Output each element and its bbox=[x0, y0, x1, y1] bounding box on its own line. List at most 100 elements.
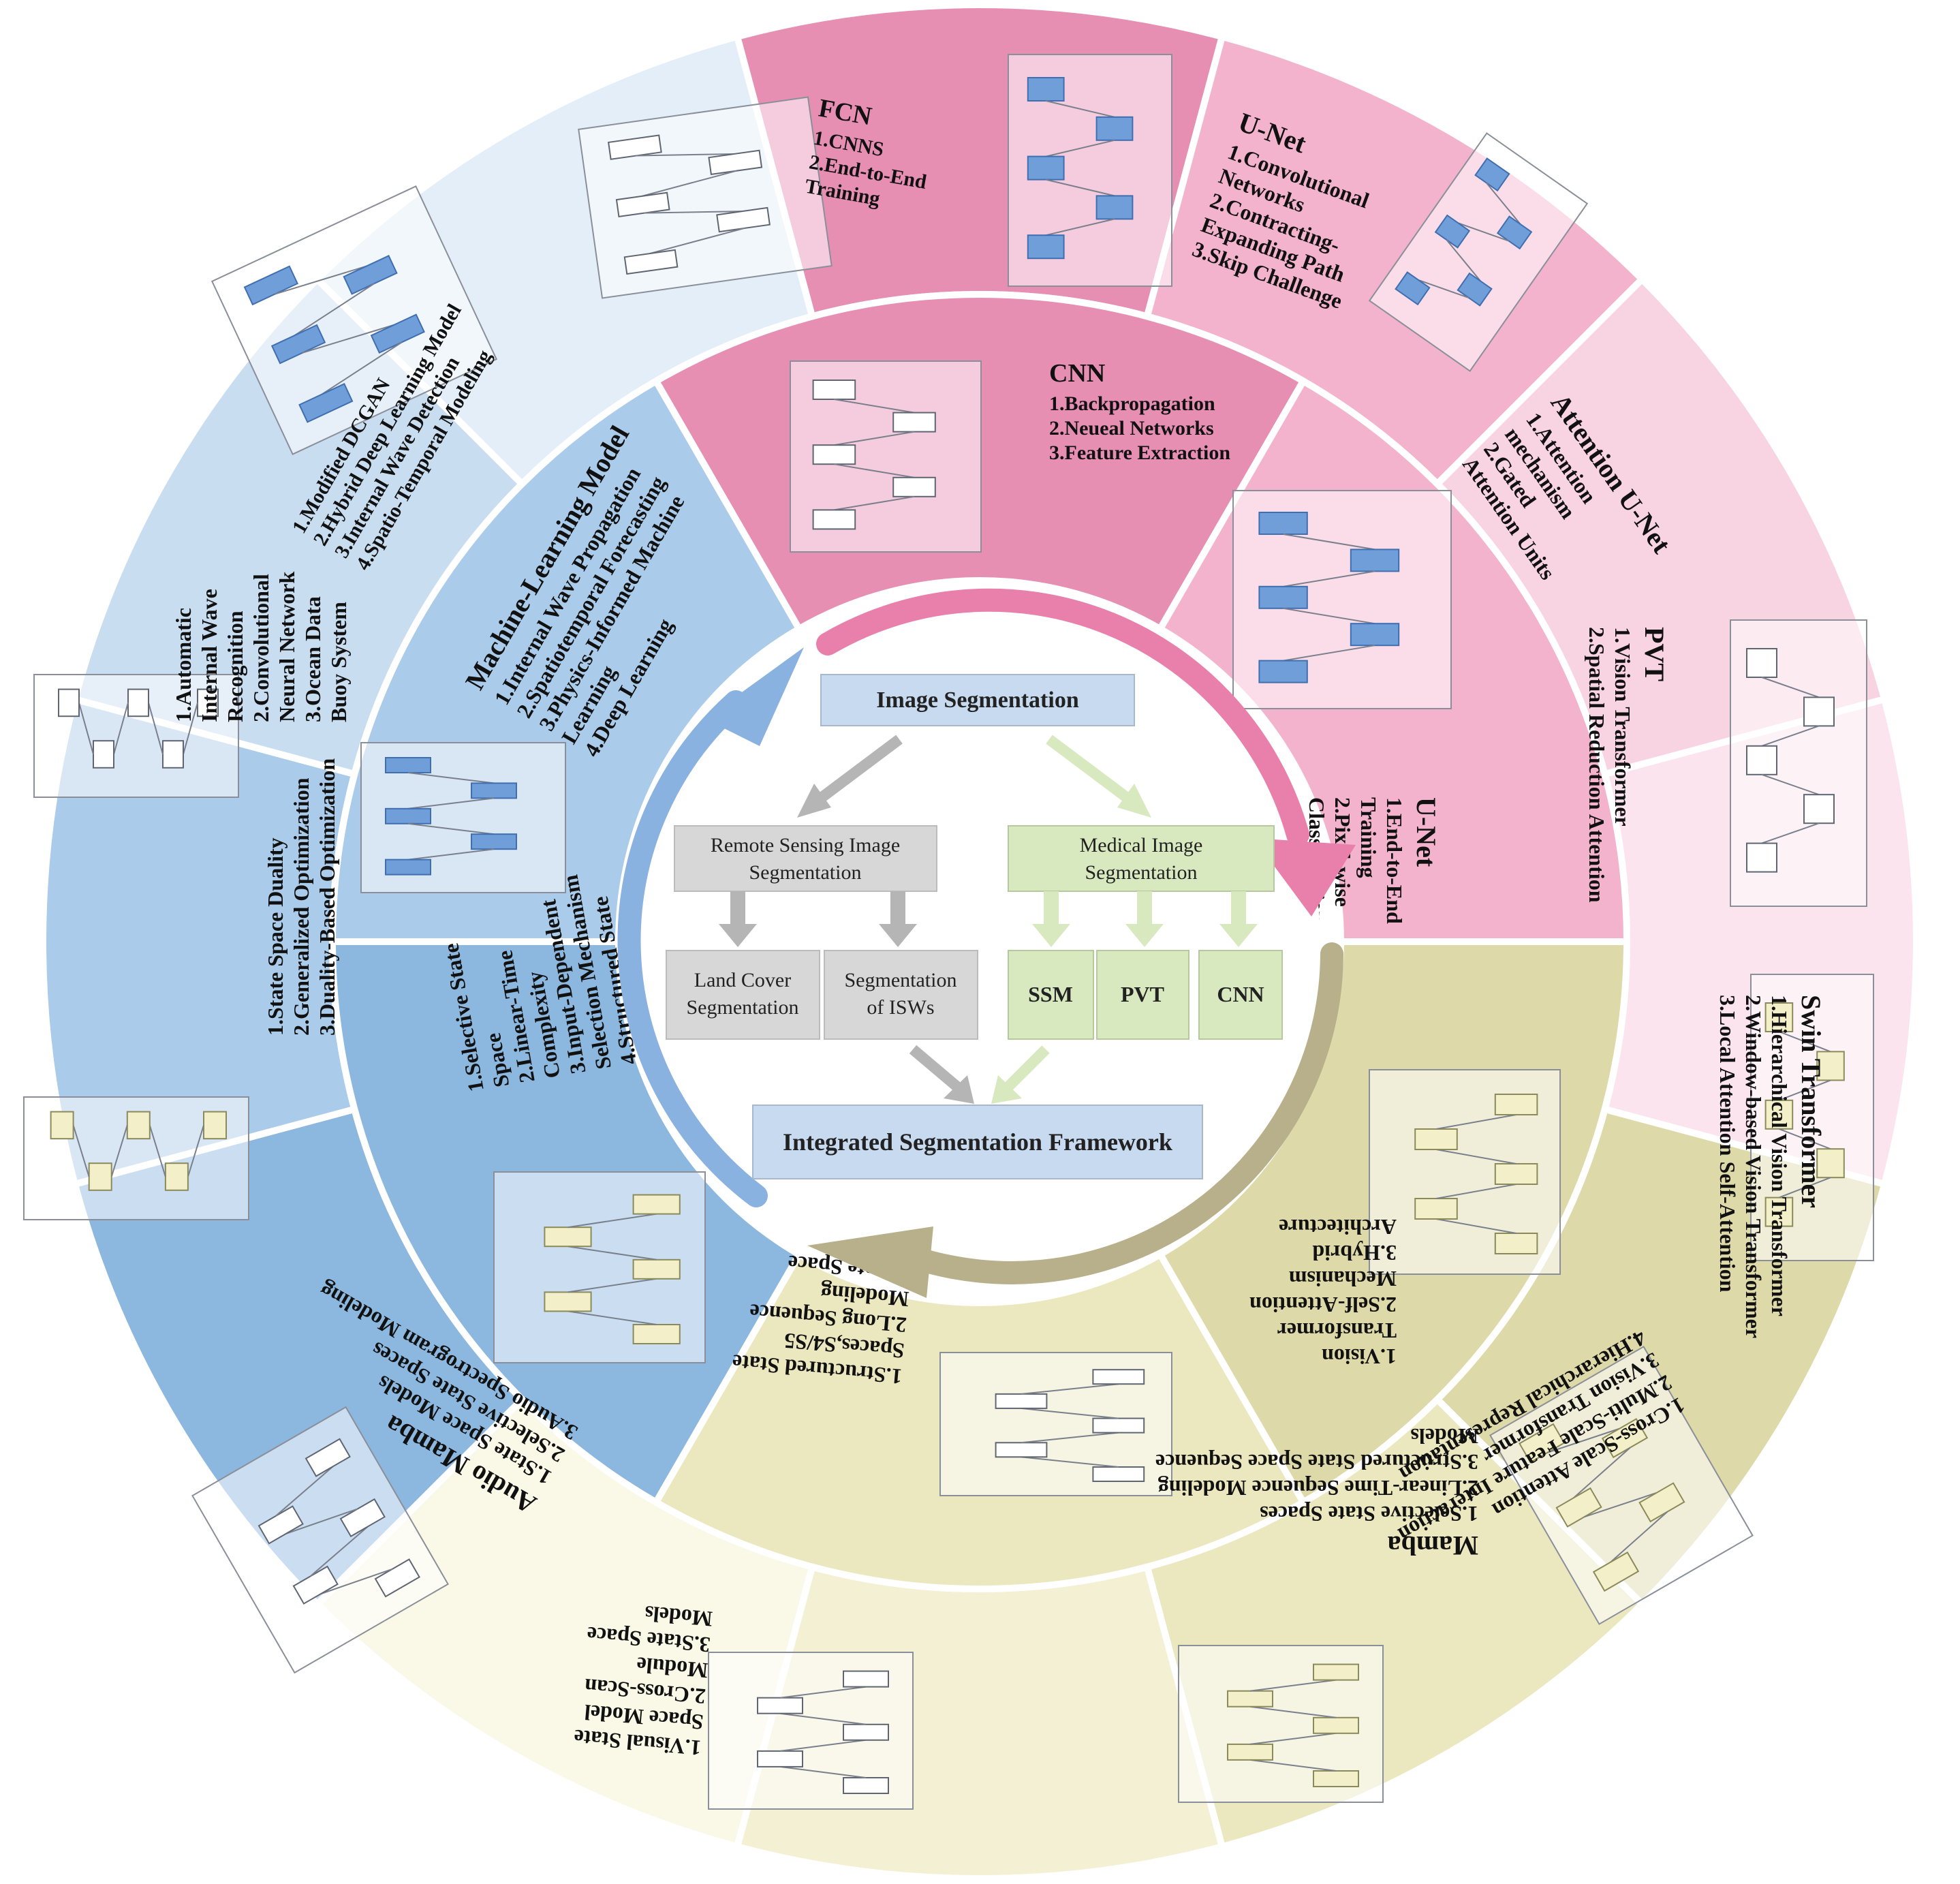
medical-line2: Segmentation bbox=[1085, 861, 1198, 884]
cnn-box bbox=[1198, 950, 1283, 1040]
swin-line-1: 1.Hierarchical Vision Transformer bbox=[1767, 995, 1792, 1316]
thumbnail-selective bbox=[493, 1171, 706, 1363]
land-cover-line1: Land Cover bbox=[694, 969, 791, 991]
cnn-line-3: 3.Feature Extraction bbox=[1049, 442, 1230, 464]
isw-box bbox=[824, 950, 978, 1040]
arrow-to-framework-left bbox=[909, 1045, 961, 1092]
vit-line-3: 2.Self-Attention bbox=[1249, 1293, 1397, 1317]
arrowhead-to-framework-left bbox=[944, 1075, 974, 1104]
isw-line2: of ISWs bbox=[867, 996, 934, 1019]
thumbnail-pvt bbox=[1730, 619, 1867, 907]
label-mamba: Mamba 1.Selective State Spaces2.Linear-Ti… bbox=[1155, 1424, 1478, 1561]
vmamba-line-6: Models bbox=[644, 1601, 713, 1632]
land-cover-line2: Segmentation bbox=[687, 996, 799, 1019]
unet2-line-2: Training bbox=[1356, 797, 1381, 878]
olive-arrowhead bbox=[807, 1226, 933, 1298]
thumbnail-attention_unet bbox=[1368, 132, 1589, 372]
iw_recognition-line-3: Recognition bbox=[223, 611, 247, 722]
ssm-box bbox=[1008, 950, 1094, 1040]
pvt-title: PVT bbox=[1639, 627, 1670, 681]
olive-cycle-arrow bbox=[901, 942, 1343, 1284]
pvt-line-1: 1.Vision Transformer bbox=[1611, 627, 1635, 827]
mamba2-line-2: 2.Generalized Optimization bbox=[289, 777, 313, 1036]
image-segmentation-box bbox=[820, 674, 1135, 726]
thumbnail-cross_scale bbox=[1489, 1346, 1754, 1625]
illustration-thumbnails bbox=[23, 54, 1874, 1810]
framework-box bbox=[752, 1105, 1203, 1179]
arrowhead-to-framework-right bbox=[991, 1075, 1022, 1104]
remote-sensing-line1: Remote Sensing Image bbox=[711, 834, 900, 856]
thumbnail-unet bbox=[1008, 54, 1172, 287]
cnn-line-2: 2.Neueal Networks bbox=[1049, 417, 1214, 439]
mamba2-line-3: 3.Duality-Based Optimization bbox=[315, 758, 339, 1036]
medical-line1: Medical Image bbox=[1080, 834, 1203, 856]
medical-box bbox=[1008, 825, 1275, 892]
iw_recognition-line-4: 2.Convolutional bbox=[249, 574, 273, 722]
pink-arrowhead bbox=[1254, 838, 1356, 916]
center-flowchart: Image Segmentation Remote Sensing Image … bbox=[666, 674, 1283, 1179]
iw_recognition-line-2: Internal Wave bbox=[197, 589, 221, 722]
thumbnail-swin bbox=[1750, 974, 1874, 1261]
cycle-arrows bbox=[617, 588, 1356, 1298]
arrow-to-framework-right bbox=[1004, 1045, 1050, 1091]
thumbnail-vit bbox=[1369, 1069, 1561, 1275]
thumbnail-mamba2 bbox=[23, 1096, 249, 1220]
vit-line-6: Architecture bbox=[1279, 1215, 1397, 1239]
cnn-line-1: 1.Backpropagation bbox=[1049, 392, 1215, 415]
mamba-line-2: 2.Linear-Time Sequence Modeling bbox=[1158, 1476, 1478, 1500]
iw_recognition-line-6: 3.Ocean Data bbox=[300, 596, 325, 722]
thumbnail-vmamba bbox=[708, 1652, 914, 1810]
thumbnail-mamba bbox=[1178, 1645, 1384, 1803]
vit-line-4: Mechanism bbox=[1288, 1267, 1397, 1291]
cnn-label: CNN bbox=[1217, 982, 1264, 1006]
iw_recognition-line-1: 1.Automatic bbox=[171, 608, 196, 722]
mamba2-line-1: 1.State Space Duality bbox=[263, 837, 287, 1036]
arrowhead-to-medical bbox=[1117, 784, 1151, 818]
pink-cycle-arrow bbox=[816, 588, 1309, 846]
arrowhead-to-remote bbox=[797, 784, 831, 818]
mamba-line-3: 3.Structured State Space Sequence bbox=[1155, 1450, 1478, 1474]
thumbnail-cnn bbox=[790, 360, 982, 553]
cnn-title: CNN bbox=[1049, 359, 1105, 388]
remote-sensing-box bbox=[674, 825, 937, 892]
swin-title: Swin Transformer bbox=[1796, 995, 1826, 1208]
thumbnail-unet2 bbox=[1232, 490, 1452, 709]
mamba-line-4: Models bbox=[1410, 1424, 1478, 1449]
arrow-to-medical bbox=[1046, 735, 1134, 805]
blue-cycle-arrow bbox=[617, 690, 768, 1207]
pvt-label: PVT bbox=[1121, 982, 1164, 1006]
isw-line1: Segmentation bbox=[845, 969, 957, 991]
thumbnail-s4 bbox=[939, 1352, 1172, 1496]
image-segmentation-label: Image Segmentation bbox=[876, 688, 1079, 713]
framework-label: Integrated Segmentation Framework bbox=[783, 1128, 1172, 1156]
pvt-box bbox=[1096, 950, 1189, 1040]
unet2-title: U-Net bbox=[1411, 797, 1442, 867]
thumbnail-iw_recognition bbox=[33, 674, 239, 798]
pvt-line-2: 2.Spatial Reduction Attention bbox=[1585, 627, 1609, 903]
arrow-to-remote bbox=[814, 735, 903, 805]
mamba-title: Mamba bbox=[1388, 1530, 1478, 1561]
ssm-label: SSM bbox=[1028, 982, 1073, 1006]
vit-line-1: 1.Vision bbox=[1322, 1344, 1397, 1369]
thumbnail-fcn bbox=[578, 96, 833, 299]
unet2-line-1: 1.End-to-End bbox=[1382, 797, 1407, 924]
swin-line-2: 2.Window-based Vision Transformer bbox=[1741, 995, 1766, 1338]
vit-line-2: Transformer bbox=[1277, 1318, 1397, 1343]
blue-arrowhead bbox=[705, 647, 804, 746]
iw_recognition-line-5: Neural Network bbox=[275, 572, 299, 722]
iw_recognition-line-7: Buoy System bbox=[326, 602, 351, 722]
mamba-line-1: 1.Selective State Spaces bbox=[1260, 1502, 1478, 1526]
thumbnail-ml bbox=[360, 742, 566, 893]
label-vit: 1.VisionTransformer2.Self-AttentionMecha… bbox=[1249, 1215, 1397, 1369]
swin-line-3: 3.Local Attention Self-Attention bbox=[1715, 995, 1740, 1293]
remote-sensing-line2: Segmentation bbox=[749, 861, 862, 884]
thumbnail-audio_mamba bbox=[191, 1406, 449, 1674]
down-arrows bbox=[719, 891, 1258, 947]
thumbnail-dcgan bbox=[211, 185, 498, 455]
land-cover-box bbox=[666, 950, 820, 1040]
